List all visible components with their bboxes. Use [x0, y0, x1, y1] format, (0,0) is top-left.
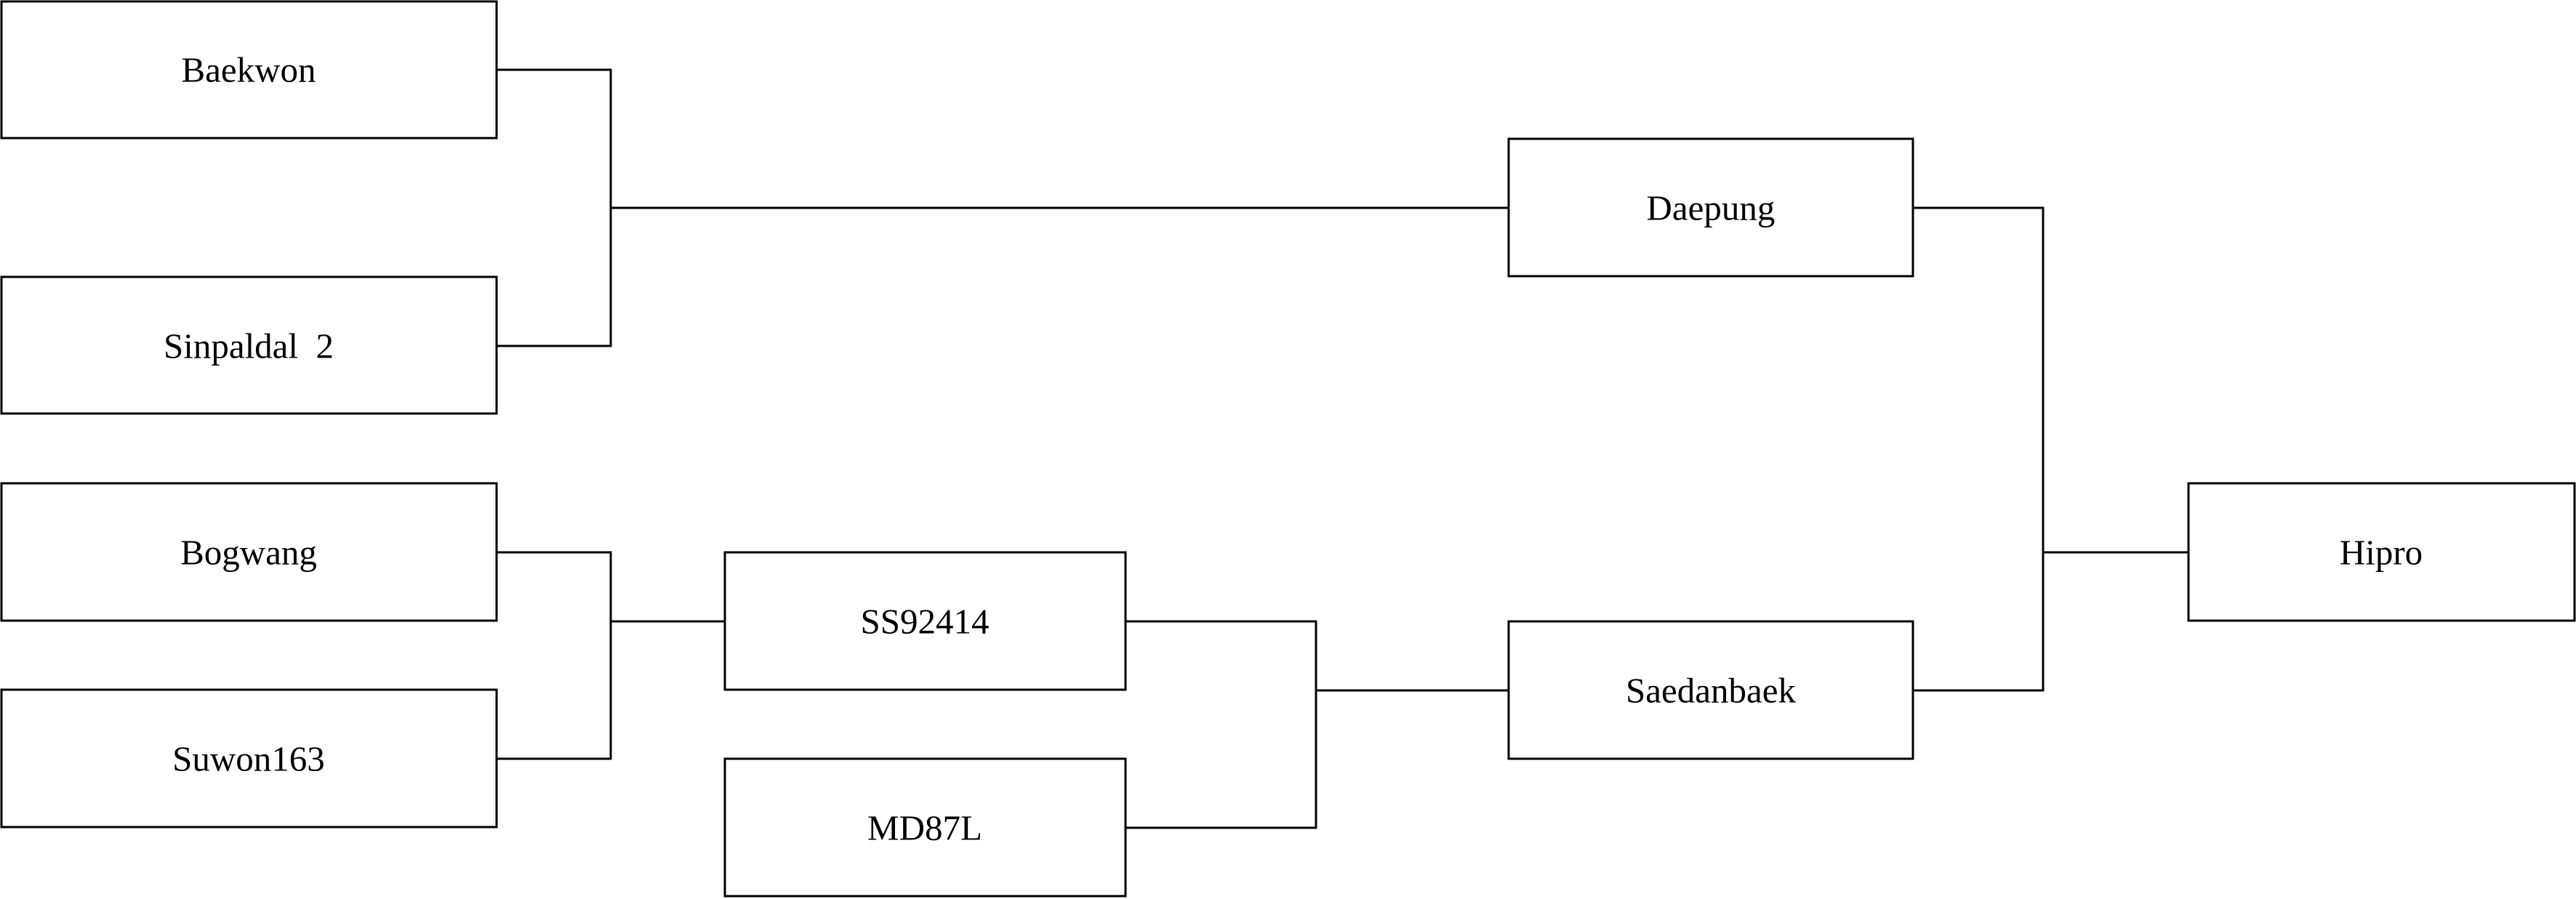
- node-daepung: Daepung: [1507, 137, 1914, 278]
- node-box: [0, 275, 498, 415]
- node-label: Bogwang: [180, 533, 317, 573]
- node-saedanbaek: Saedanbaek: [1507, 620, 1914, 760]
- node-box: [723, 551, 1127, 691]
- node-label: Baekwon: [181, 50, 316, 90]
- node-box: [0, 688, 498, 829]
- connector-suwon163: [497, 621, 612, 760]
- connector-md87l: [1126, 690, 1317, 829]
- node-ss92414: SS92414: [723, 551, 1127, 691]
- node-sinpaldal2: Sinpaldal 2: [0, 275, 498, 415]
- node-hipro: Hipro: [2187, 482, 2576, 622]
- node-label: Hipro: [2340, 533, 2423, 573]
- node-suwon163: Suwon163: [0, 688, 498, 829]
- connector-lines: [497, 68, 2188, 829]
- connector-saedanbaek: [1913, 552, 2045, 692]
- connector-sinpaldal2: [497, 208, 612, 347]
- node-label: Sinpaldal 2: [164, 326, 334, 366]
- node-box: [0, 482, 498, 622]
- node-bogwang: Bogwang: [0, 482, 498, 622]
- connector-ss92414: [1126, 620, 1317, 690]
- node-label: Daepung: [1647, 188, 1775, 228]
- node-box: [0, 0, 498, 140]
- node-md87l: MD87L: [723, 757, 1127, 898]
- node-box: [2187, 482, 2576, 622]
- node-label: SS92414: [860, 602, 989, 642]
- connector-daepung: [1913, 206, 2045, 552]
- node-label: Saedanbaek: [1626, 671, 1796, 711]
- connector-baekwon: [497, 68, 612, 208]
- node-box: [1507, 137, 1914, 278]
- connector-bogwang: [497, 551, 612, 621]
- node-box: [723, 757, 1127, 898]
- node-label: MD87L: [867, 808, 982, 848]
- node-baekwon: Baekwon: [0, 0, 498, 140]
- node-box: [1507, 620, 1914, 760]
- node-label: Suwon163: [172, 739, 325, 779]
